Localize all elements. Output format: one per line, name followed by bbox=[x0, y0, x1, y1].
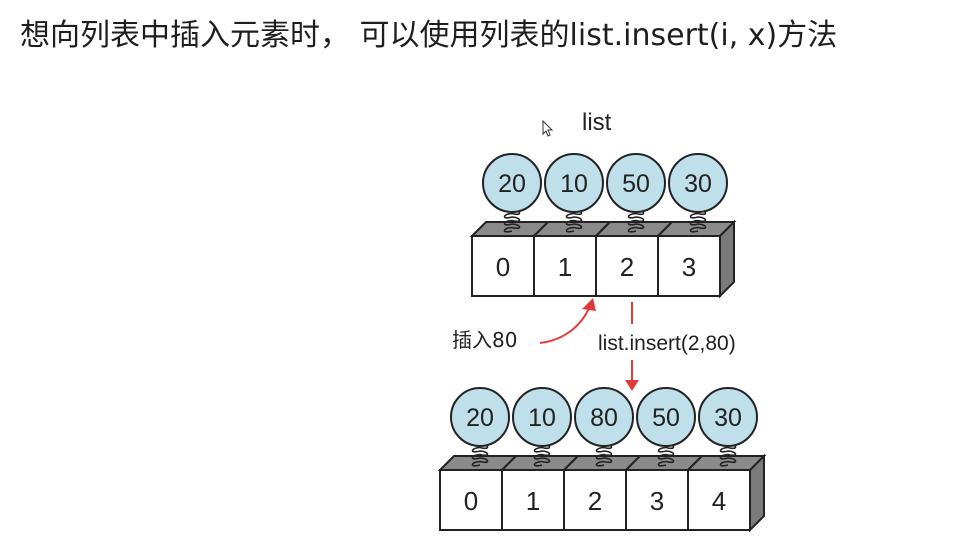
list-cell bbox=[657, 235, 721, 297]
index-label: 4 bbox=[712, 486, 726, 516]
spring-icon bbox=[657, 443, 675, 467]
value-label: 20 bbox=[498, 170, 526, 198]
list-before: 0 1 2 3 20 10 50 30 bbox=[469, 153, 737, 299]
value-ball bbox=[606, 153, 666, 213]
value-label: 30 bbox=[714, 404, 742, 432]
spring-icon bbox=[689, 209, 707, 233]
spring-icon bbox=[719, 443, 737, 467]
index-label: 3 bbox=[682, 252, 696, 282]
value-label: 50 bbox=[652, 404, 680, 432]
value-ball bbox=[512, 387, 572, 447]
insert-call-label: list.insert(2,80) bbox=[598, 332, 736, 355]
value-ball bbox=[698, 387, 758, 447]
index-label: 1 bbox=[526, 486, 540, 516]
index-label: 3 bbox=[650, 486, 664, 516]
value-label: 80 bbox=[590, 404, 618, 432]
value-label: 10 bbox=[560, 170, 588, 198]
value-ball bbox=[574, 387, 634, 447]
spring-icon bbox=[503, 209, 521, 233]
value-label: 30 bbox=[684, 170, 712, 198]
list-cell bbox=[471, 235, 535, 297]
value-label: 10 bbox=[528, 404, 556, 432]
spring-icon bbox=[471, 443, 489, 467]
cell-side-face bbox=[719, 219, 735, 299]
value-label: 50 bbox=[622, 170, 650, 198]
spring-icon bbox=[627, 209, 645, 233]
index-label: 1 bbox=[558, 252, 572, 282]
value-ball bbox=[450, 387, 510, 447]
insert-note: 插入80 bbox=[452, 328, 517, 352]
insert-curve-arrow bbox=[539, 305, 591, 344]
mouse-cursor-icon bbox=[542, 119, 554, 137]
spring-icon bbox=[533, 443, 551, 467]
value-ball bbox=[636, 387, 696, 447]
list-after: 0 1 2 3 4 20 10 80 50 30 bbox=[437, 387, 767, 533]
spring-icon bbox=[595, 443, 613, 467]
index-label: 0 bbox=[464, 486, 478, 516]
list-label: list bbox=[582, 109, 612, 136]
list-cell bbox=[439, 469, 503, 531]
index-label: 2 bbox=[588, 486, 602, 516]
list-cell bbox=[687, 469, 751, 531]
value-label: 20 bbox=[466, 404, 494, 432]
insert-arrowhead-icon bbox=[582, 298, 596, 311]
list-cell bbox=[595, 235, 659, 297]
index-label: 0 bbox=[496, 252, 510, 282]
down-arrowhead-icon bbox=[625, 380, 639, 391]
value-ball bbox=[668, 153, 728, 213]
spring-icon bbox=[565, 209, 583, 233]
value-ball bbox=[544, 153, 604, 213]
slide-heading: 想向列表中插入元素时， 可以使用列表的list.insert(i, x)方法 bbox=[20, 18, 838, 53]
cell-side-face bbox=[749, 453, 765, 533]
value-ball bbox=[482, 153, 542, 213]
index-label: 2 bbox=[620, 252, 634, 282]
